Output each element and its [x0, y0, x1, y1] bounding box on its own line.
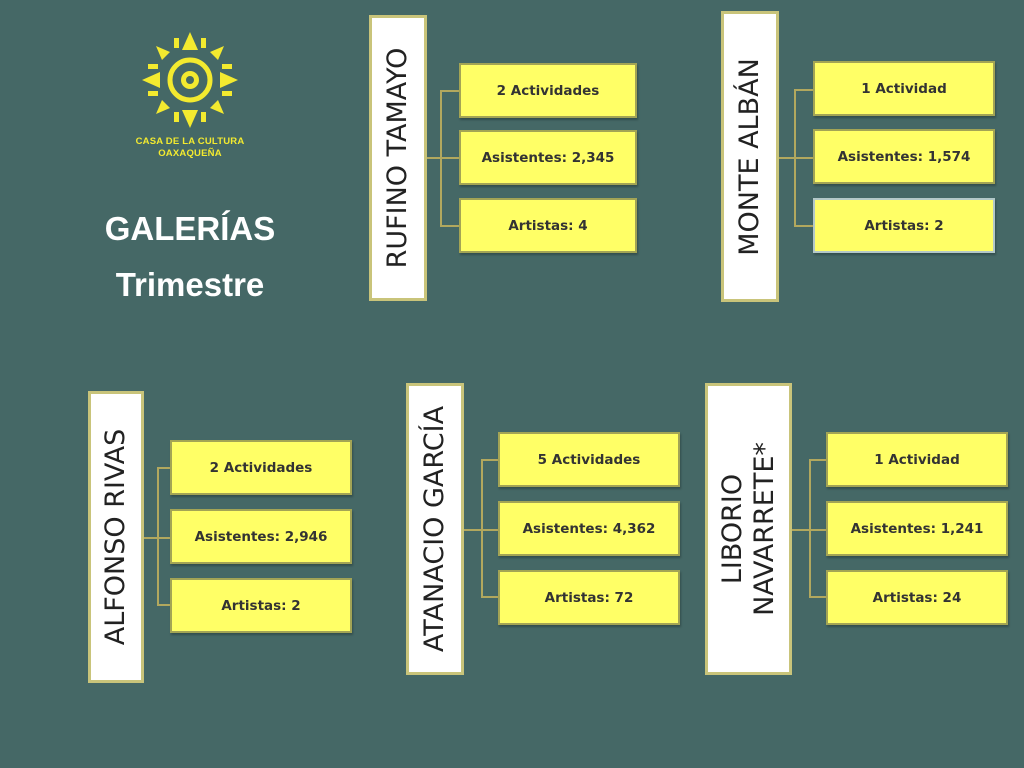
connector-line [809, 529, 827, 531]
sun-emblem-icon [142, 32, 238, 128]
organization-name: CASA DE LA CULTURA OAXAQUEÑA [120, 136, 260, 160]
connector-line [809, 596, 827, 598]
activity-count-box: 5 Actividades [498, 432, 680, 487]
artists-box: Artistas: 72 [498, 570, 680, 625]
attendance-box: Asistentes: 2,946 [170, 509, 352, 564]
gallery-name-atanacio-garcia: ATANACIO GARCÍA [406, 383, 464, 675]
connector-line [464, 529, 482, 531]
gallery-name-rufino-tamayo: RUFINO TAMAYO [369, 15, 427, 301]
connector-line [792, 529, 810, 531]
connector-line [809, 459, 827, 461]
org-name-line2: OAXAQUEÑA [158, 148, 222, 159]
connector-line [440, 90, 460, 92]
attendance-box: Asistentes: 1,241 [826, 501, 1008, 556]
connector-line [427, 157, 441, 159]
connector-line [481, 596, 499, 598]
connector-line [440, 225, 460, 227]
artists-box: Artistas: 2 [170, 578, 352, 633]
org-name-line1: CASA DE LA CULTURA [135, 136, 245, 147]
connector-line [481, 459, 483, 598]
connector-line [144, 537, 158, 539]
gallery-name-liborio-navarrete: LIBORIO NAVARRETE* [705, 383, 792, 675]
connector-line [794, 89, 814, 91]
connector-line [157, 467, 171, 469]
connector-line [794, 225, 814, 227]
gallery-name-line1: LIBORIO [716, 473, 748, 585]
connector-line [157, 467, 159, 606]
connector-line [157, 604, 171, 606]
artists-box: Artistas: 4 [459, 198, 637, 253]
activity-count-box: 1 Actividad [813, 61, 995, 116]
page-subtitle: Trimestre [115, 266, 265, 303]
activity-count-box: 2 Actividades [459, 63, 637, 118]
attendance-box: Asistentes: 1,574 [813, 129, 995, 184]
connector-line [481, 459, 499, 461]
connector-line [157, 537, 171, 539]
connector-line [779, 157, 795, 159]
connector-line [440, 157, 460, 159]
page-title: GALERÍAS [104, 210, 276, 247]
attendance-box: Asistentes: 4,362 [498, 501, 680, 556]
activity-count-box: 1 Actividad [826, 432, 1008, 487]
gallery-name-monte-alban: MONTE ALBÁN [721, 11, 779, 302]
connector-line [794, 157, 814, 159]
connector-line [481, 529, 499, 531]
gallery-name-alfonso-rivas: ALFONSO RIVAS [88, 391, 144, 683]
casa-cultura-logo [140, 30, 240, 130]
connector-line [809, 459, 811, 598]
gallery-name-line2: NAVARRETE* [748, 442, 780, 616]
activity-count-box: 2 Actividades [170, 440, 352, 495]
artists-box: Artistas: 2 [813, 198, 995, 253]
attendance-box: Asistentes: 2,345 [459, 130, 637, 185]
artists-box: Artistas: 24 [826, 570, 1008, 625]
